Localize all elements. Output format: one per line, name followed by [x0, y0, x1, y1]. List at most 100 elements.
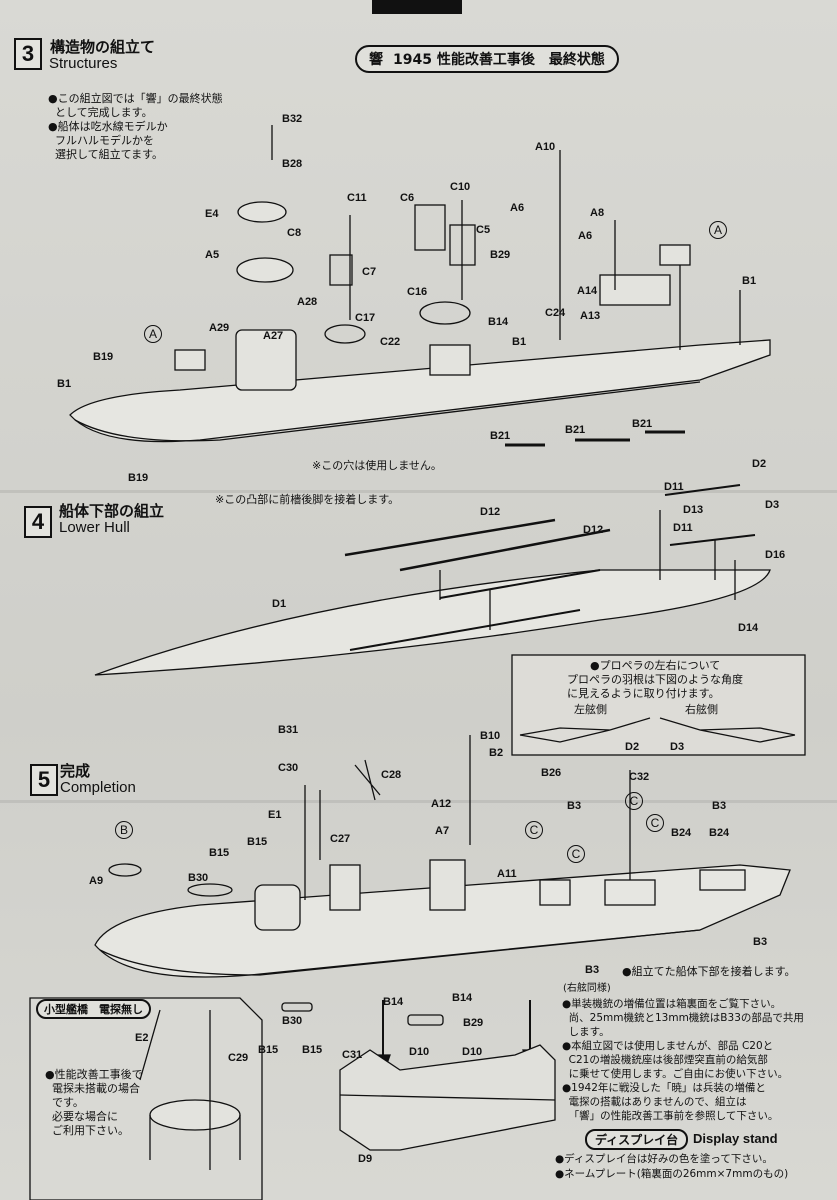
part-label: B19: [93, 351, 114, 363]
paper-fold: [0, 800, 837, 803]
part-label: C16: [407, 286, 428, 298]
part-label: D11: [664, 481, 684, 493]
part-label: A10: [535, 141, 556, 153]
part-label: C24: [545, 307, 566, 319]
part-label: D12: [583, 524, 604, 536]
part-label: B15: [302, 1044, 323, 1056]
part-label: B3: [712, 800, 727, 812]
attach-hull-note: ●組立てた船体下部を接着します。: [622, 965, 796, 978]
part-label: B14: [452, 992, 473, 1004]
starboard-side-label: 右舷側: [685, 703, 718, 716]
part-label: C7: [362, 266, 377, 278]
step-title-jp: 完成: [60, 762, 91, 780]
part-label: A29: [209, 322, 230, 334]
part-label: B1: [742, 275, 757, 287]
part-label: B19: [128, 472, 149, 484]
part-label: B29: [463, 1017, 484, 1029]
final-state-banner: 響 1945 性能改善工事後 最終状態: [355, 45, 619, 73]
part-label: C22: [380, 336, 401, 348]
starboard-same-note: (右舷同様): [563, 983, 611, 994]
part-label: E1: [268, 809, 282, 821]
reference-circle: A: [709, 221, 727, 239]
part-label: A14: [577, 285, 598, 297]
part-label: E2: [135, 1032, 149, 1044]
step-title-en: Completion: [60, 779, 136, 796]
part-label: B14: [383, 996, 404, 1008]
part-label: B10: [480, 730, 501, 742]
hibiki-logo: 響: [369, 52, 383, 68]
hole-note: ※この穴は使用しません。: [312, 459, 442, 472]
port-side-label: 左舷側: [574, 703, 607, 716]
step-note: ●この組立図では「響」の最終状態 として完成します。: [48, 92, 223, 119]
part-label: C32: [629, 771, 650, 783]
part-label: D3: [670, 741, 685, 753]
part-label: D9: [358, 1153, 373, 1165]
part-label: D16: [765, 549, 786, 561]
part-label: C28: [381, 769, 402, 781]
propeller-text: プロペラの羽根は下図のような角度 に見えるように取り付けます。: [567, 673, 743, 700]
propeller-heading: ●プロペラの左右について: [590, 659, 721, 672]
part-label: B21: [632, 418, 653, 430]
step-number: 5: [30, 764, 58, 796]
part-label: A12: [431, 798, 452, 810]
part-label: A13: [580, 310, 601, 322]
boss-note: ※この凸部に前檣後脚を接着します。: [215, 493, 400, 506]
display-stand-notes: ●ディスプレイ台は好みの色を塗って下さい。 ●ネームプレート(箱裏面の26mm×…: [555, 1153, 789, 1180]
part-label: C5: [476, 224, 491, 236]
propeller-orientation-box: [511, 654, 806, 756]
part-label: D2: [625, 741, 640, 753]
step-title-en: Lower Hull: [59, 519, 130, 536]
step-title-jp: 構造物の組立て: [50, 38, 156, 56]
part-label: D3: [765, 499, 780, 511]
part-label: D10: [462, 1046, 483, 1058]
part-label: A11: [497, 868, 517, 880]
inset-note: ●性能改善工事後で 電探未搭載の場合 です。 必要な場合に ご利用下さい。: [45, 1068, 143, 1137]
step-number: 3: [14, 38, 42, 70]
part-label: C10: [450, 181, 471, 193]
banner-text: 1945 性能改善工事後 最終状態: [393, 52, 605, 68]
part-label: B14: [488, 316, 509, 328]
part-label: B1: [512, 336, 527, 348]
part-label: A28: [297, 296, 318, 308]
part-label: B15: [258, 1044, 279, 1056]
part-label: B2: [489, 747, 504, 759]
part-label: B30: [188, 872, 209, 884]
inset-title: 小型艦橋 電探無し: [36, 999, 151, 1019]
part-label: D13: [683, 504, 704, 516]
part-label: B3: [585, 964, 600, 976]
part-label: B24: [671, 827, 692, 839]
part-label: A9: [89, 875, 104, 887]
part-label: B31: [278, 724, 299, 736]
part-label: D11: [673, 522, 693, 534]
part-label: A7: [435, 825, 450, 837]
part-label: E4: [205, 208, 219, 220]
part-label: C6: [400, 192, 415, 204]
paper-fold: [0, 490, 837, 493]
part-label: B3: [753, 936, 768, 948]
reference-circle: C: [625, 792, 643, 810]
part-label: D12: [480, 506, 501, 518]
part-label: D14: [738, 622, 759, 634]
part-label: C8: [287, 227, 302, 239]
part-label: C17: [355, 312, 376, 324]
part-label: B24: [709, 827, 730, 839]
part-label: D10: [409, 1046, 430, 1058]
part-label: B3: [567, 800, 582, 812]
reference-circle: C: [525, 821, 543, 839]
reference-circle: C: [567, 845, 585, 863]
part-label: C11: [347, 192, 367, 204]
reference-circle: C: [646, 814, 664, 832]
step4-hull-drawing: [94, 484, 771, 676]
display-stand-badge: ディスプレイ台: [585, 1129, 689, 1150]
step-number: 4: [24, 506, 52, 538]
part-label: B15: [247, 836, 268, 848]
part-label: A6: [510, 202, 525, 214]
part-label: B15: [209, 847, 230, 859]
part-label: D1: [272, 598, 287, 610]
part-label: A6: [578, 230, 593, 242]
photo-edge: [372, 0, 462, 14]
step-title-en: Structures: [49, 55, 118, 72]
part-label: B21: [490, 430, 511, 442]
reference-circle: A: [144, 325, 162, 343]
